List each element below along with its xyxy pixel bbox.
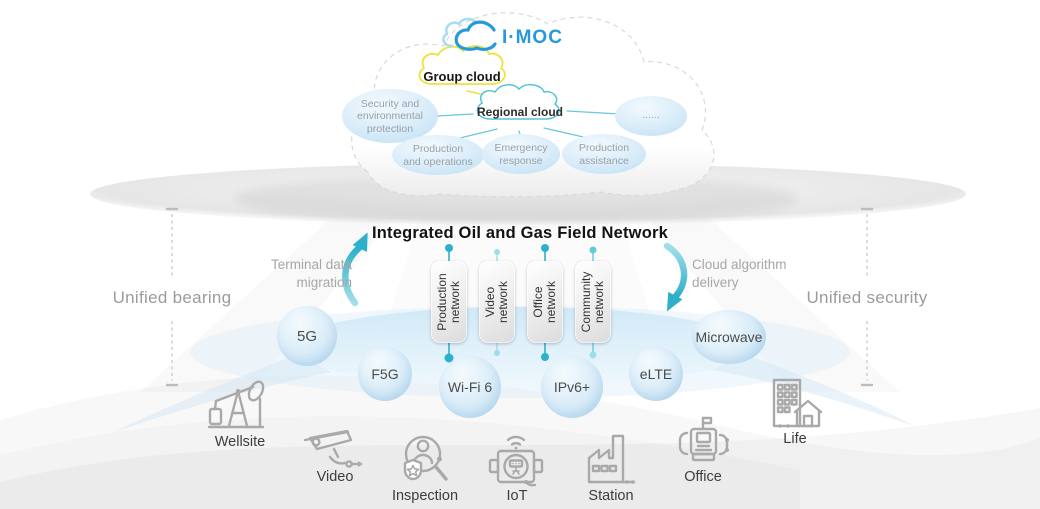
group-cloud-label: Group cloud (423, 69, 501, 84)
person-shield-magnifier-icon (397, 432, 453, 488)
network-pill-community: Community network (575, 261, 611, 343)
cloud-bubble-production-operations: Production and operations (403, 143, 473, 168)
site-label-wellsite: Wellsite (214, 434, 266, 450)
factory-icon (585, 430, 637, 486)
site-label-inspection: Inspection (391, 488, 459, 504)
network-pill-office: Office network (527, 261, 563, 343)
pumpjack-icon (203, 378, 269, 432)
cctv-camera-icon (303, 427, 367, 473)
network-pill-video-label: Video network (482, 280, 510, 324)
unified-security-label: Unified security (806, 288, 928, 307)
site-label-station: Station (588, 488, 634, 504)
access-bubble-f5g: F5G (358, 347, 412, 401)
cloud-bubble-production-assistance: Production assistance (578, 142, 630, 167)
pill-connectors (444, 244, 597, 363)
flow-arrows (342, 232, 688, 312)
cloud-bubble-more: ...... (642, 108, 660, 121)
access-bubble-5g: 5G (277, 306, 337, 366)
access-bubble-wifi6: Wi-Fi 6 (439, 356, 501, 418)
cloud-algorithm-delivery-label: Cloud algorithm delivery (692, 257, 787, 290)
smart-meter-icon (484, 430, 548, 488)
residential-buildings-icon (768, 376, 824, 432)
site-label-life: Life (783, 431, 807, 447)
regional-cloud-label: Regional cloud (476, 105, 563, 119)
unified-bearing-label: Unified bearing (112, 288, 232, 307)
network-pill-production: Production network (431, 261, 467, 343)
cloud-bubble-security: Security and environmental protection (357, 98, 423, 135)
access-bubble-microwave: Microwave (692, 310, 766, 364)
network-pill-video: Video network (479, 261, 515, 343)
network-pill-community-label: Community network (578, 271, 606, 333)
access-bubble-elte: eLTE (629, 347, 683, 401)
access-bubble-ipv6: IPv6+ (541, 356, 603, 418)
cloud-bubble-emergency: Emergency response (494, 142, 548, 167)
cloud-service-ellipses (342, 89, 687, 175)
site-label-video: Video (316, 469, 354, 485)
imoc-logo-cloud-icon (442, 17, 497, 51)
page-title: Integrated Oil and Gas Field Network (371, 224, 668, 242)
site-label-iot: IoT (506, 488, 528, 504)
network-pill-office-label: Office network (530, 280, 558, 324)
office-building-flag-icon (672, 415, 734, 470)
network-pill-production-label: Production network (434, 273, 462, 331)
side-pillars (166, 207, 873, 387)
regional-cloud-shape (476, 84, 560, 120)
terminal-data-migration-label: Terminal data migration (270, 257, 352, 290)
site-label-office: Office (684, 469, 722, 485)
imoc-logo-text: I·MOC (502, 27, 563, 48)
group-cloud-shape (418, 45, 506, 85)
